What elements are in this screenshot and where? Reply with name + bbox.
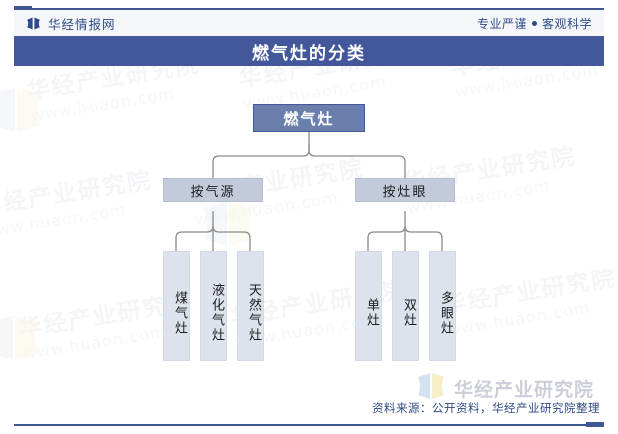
node-single-burner[interactable]: 单灶 xyxy=(355,251,382,361)
node-by-burner-count[interactable]: 按灶眼 xyxy=(355,178,455,202)
node-lpg-stove-label: 液化气灶 xyxy=(209,283,224,343)
footer-logo: 华经产业研究院 xyxy=(416,370,594,407)
page-title: 燃气灶的分类 xyxy=(252,43,366,64)
node-root[interactable]: 燃气灶 xyxy=(253,104,365,132)
top-rule xyxy=(14,8,604,10)
title-band: 燃气灶的分类 xyxy=(14,36,604,66)
node-natural-gas-stove-label: 天然气灶 xyxy=(246,283,261,343)
node-single-burner-label: 单灶 xyxy=(364,298,379,328)
node-coal-gas-stove[interactable]: 煤气灶 xyxy=(163,251,190,361)
node-multi-burner[interactable]: 多眼灶 xyxy=(429,251,456,361)
slogan-separator-dot xyxy=(531,21,537,26)
source-note: 资料来源：公开资料，华经产业研究院整理 xyxy=(372,401,600,415)
node-lpg-stove[interactable]: 液化气灶 xyxy=(200,251,227,361)
node-double-burner[interactable]: 双灶 xyxy=(392,251,419,361)
brand-name: 华经情报网 xyxy=(48,17,116,32)
brand: 华经情报网 xyxy=(26,14,116,33)
slogan: 专业严谨 客观科学 xyxy=(477,15,592,32)
slogan-left: 专业严谨 xyxy=(476,17,527,31)
node-by-burner-count-label: 按灶眼 xyxy=(382,184,428,200)
connector-root-to-left xyxy=(212,144,310,178)
node-coal-gas-stove-label: 煤气灶 xyxy=(172,290,187,336)
connector-left-to-leaf1 xyxy=(175,225,214,251)
node-root-label: 燃气灶 xyxy=(283,109,335,128)
connector-lines xyxy=(175,132,443,251)
header-bar: 华经情报网 专业严谨 客观科学 xyxy=(14,10,604,36)
book-logo-icon xyxy=(416,370,446,407)
bottom-rule-cap xyxy=(586,422,604,427)
connector-right-to-leaf6 xyxy=(404,225,443,251)
top-rule-cap xyxy=(14,6,32,11)
connector-root-to-right xyxy=(308,144,406,178)
node-multi-burner-label: 多眼灶 xyxy=(438,290,453,336)
bottom-rule xyxy=(14,424,604,426)
connector-left-to-leaf3 xyxy=(212,225,251,251)
node-double-burner-label: 双灶 xyxy=(401,298,416,328)
node-by-gas-source[interactable]: 按气源 xyxy=(163,178,263,202)
footer-logo-text: 华经产业研究院 xyxy=(454,379,595,401)
node-natural-gas-stove[interactable]: 天然气灶 xyxy=(237,251,264,361)
slogan-right: 客观科学 xyxy=(541,17,592,31)
connector-right-to-leaf4 xyxy=(367,225,406,251)
classification-diagram: 燃气灶 按气源 按灶眼 煤气灶 液化气灶 天然气灶 单灶 双灶 多眼灶 xyxy=(0,66,618,396)
node-by-gas-source-label: 按气源 xyxy=(190,184,236,200)
huajing-logo-icon xyxy=(26,16,41,31)
